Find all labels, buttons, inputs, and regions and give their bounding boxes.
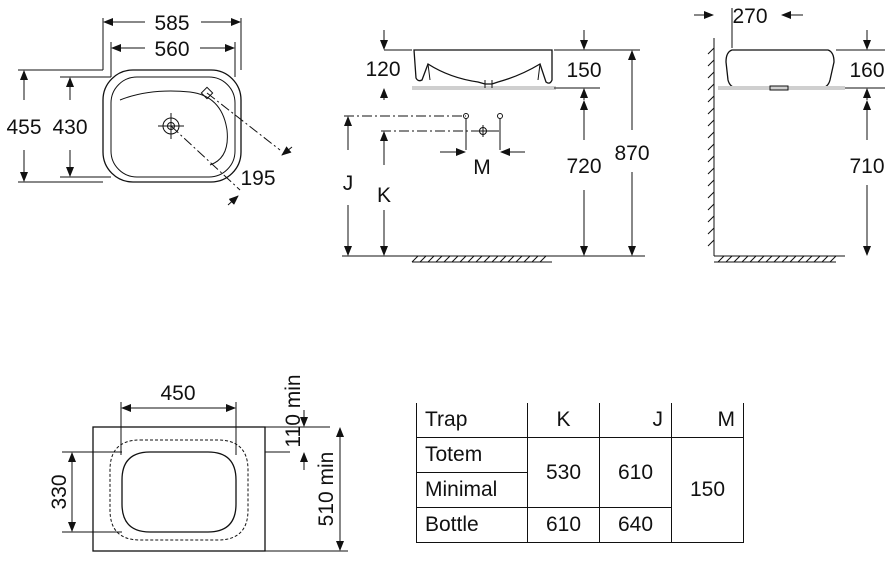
top-view: 585 560 455 430 195 — [6, 12, 293, 206]
table-row: Totem 530 610 150 — [416, 437, 744, 543]
front-dim-j: J — [343, 172, 354, 195]
front-bowl-150: 150 — [566, 59, 601, 82]
front-height-870: 870 — [614, 142, 649, 165]
bottle-k: 610 — [527, 507, 600, 543]
trap-minimal: Minimal — [416, 472, 528, 508]
front-height-720: 720 — [566, 155, 601, 178]
cutout-width-450: 450 — [160, 382, 195, 405]
floor-hatch-front — [411, 255, 552, 263]
cutout-counter-510-min: 510 min — [315, 452, 338, 527]
trap-totem: Totem — [416, 437, 528, 473]
top-width-585: 585 — [154, 12, 189, 35]
floor-hatch-side — [717, 255, 837, 263]
side-height-160: 160 — [849, 59, 884, 82]
header-k: K — [527, 403, 600, 438]
basin-outline-top — [102, 69, 281, 191]
trap-table: Trap K J M Totem 530 610 150 Minimal Bot… — [416, 403, 744, 543]
side-height-710: 710 — [849, 155, 884, 178]
top-width-560: 560 — [154, 38, 189, 61]
top-offset-195: 195 — [240, 167, 275, 190]
header-trap: Trap — [416, 403, 528, 438]
header-m: M — [671, 403, 744, 438]
totem-minimal-k: 530 — [527, 437, 600, 508]
front-view: 120 150 720 870 J K — [342, 30, 650, 263]
front-dim-m: M — [473, 156, 491, 179]
table-row: Minimal — [416, 472, 744, 508]
side-view: 270 160 710 — [694, 5, 885, 263]
side-depth-270: 270 — [732, 5, 767, 28]
header-j: J — [599, 403, 672, 438]
m-value: 150 — [671, 437, 744, 543]
table-row: Bottle 610 640 — [416, 507, 744, 543]
bottle-j: 640 — [599, 507, 672, 543]
front-rim-120: 120 — [365, 58, 400, 81]
top-depth-455: 455 — [6, 116, 41, 139]
trap-bottle: Bottle — [416, 507, 528, 543]
totem-minimal-j: 610 — [599, 437, 672, 508]
cutout-view: 450 330 110 min 510 min — [48, 374, 348, 552]
cutout-back-110-min: 110 min — [282, 374, 305, 447]
cutout-depth-330: 330 — [48, 474, 71, 509]
wall-hatch — [707, 47, 715, 247]
table-header-row: Trap K J M — [416, 403, 744, 438]
front-dim-k: K — [377, 184, 391, 207]
top-depth-430: 430 — [52, 116, 87, 139]
